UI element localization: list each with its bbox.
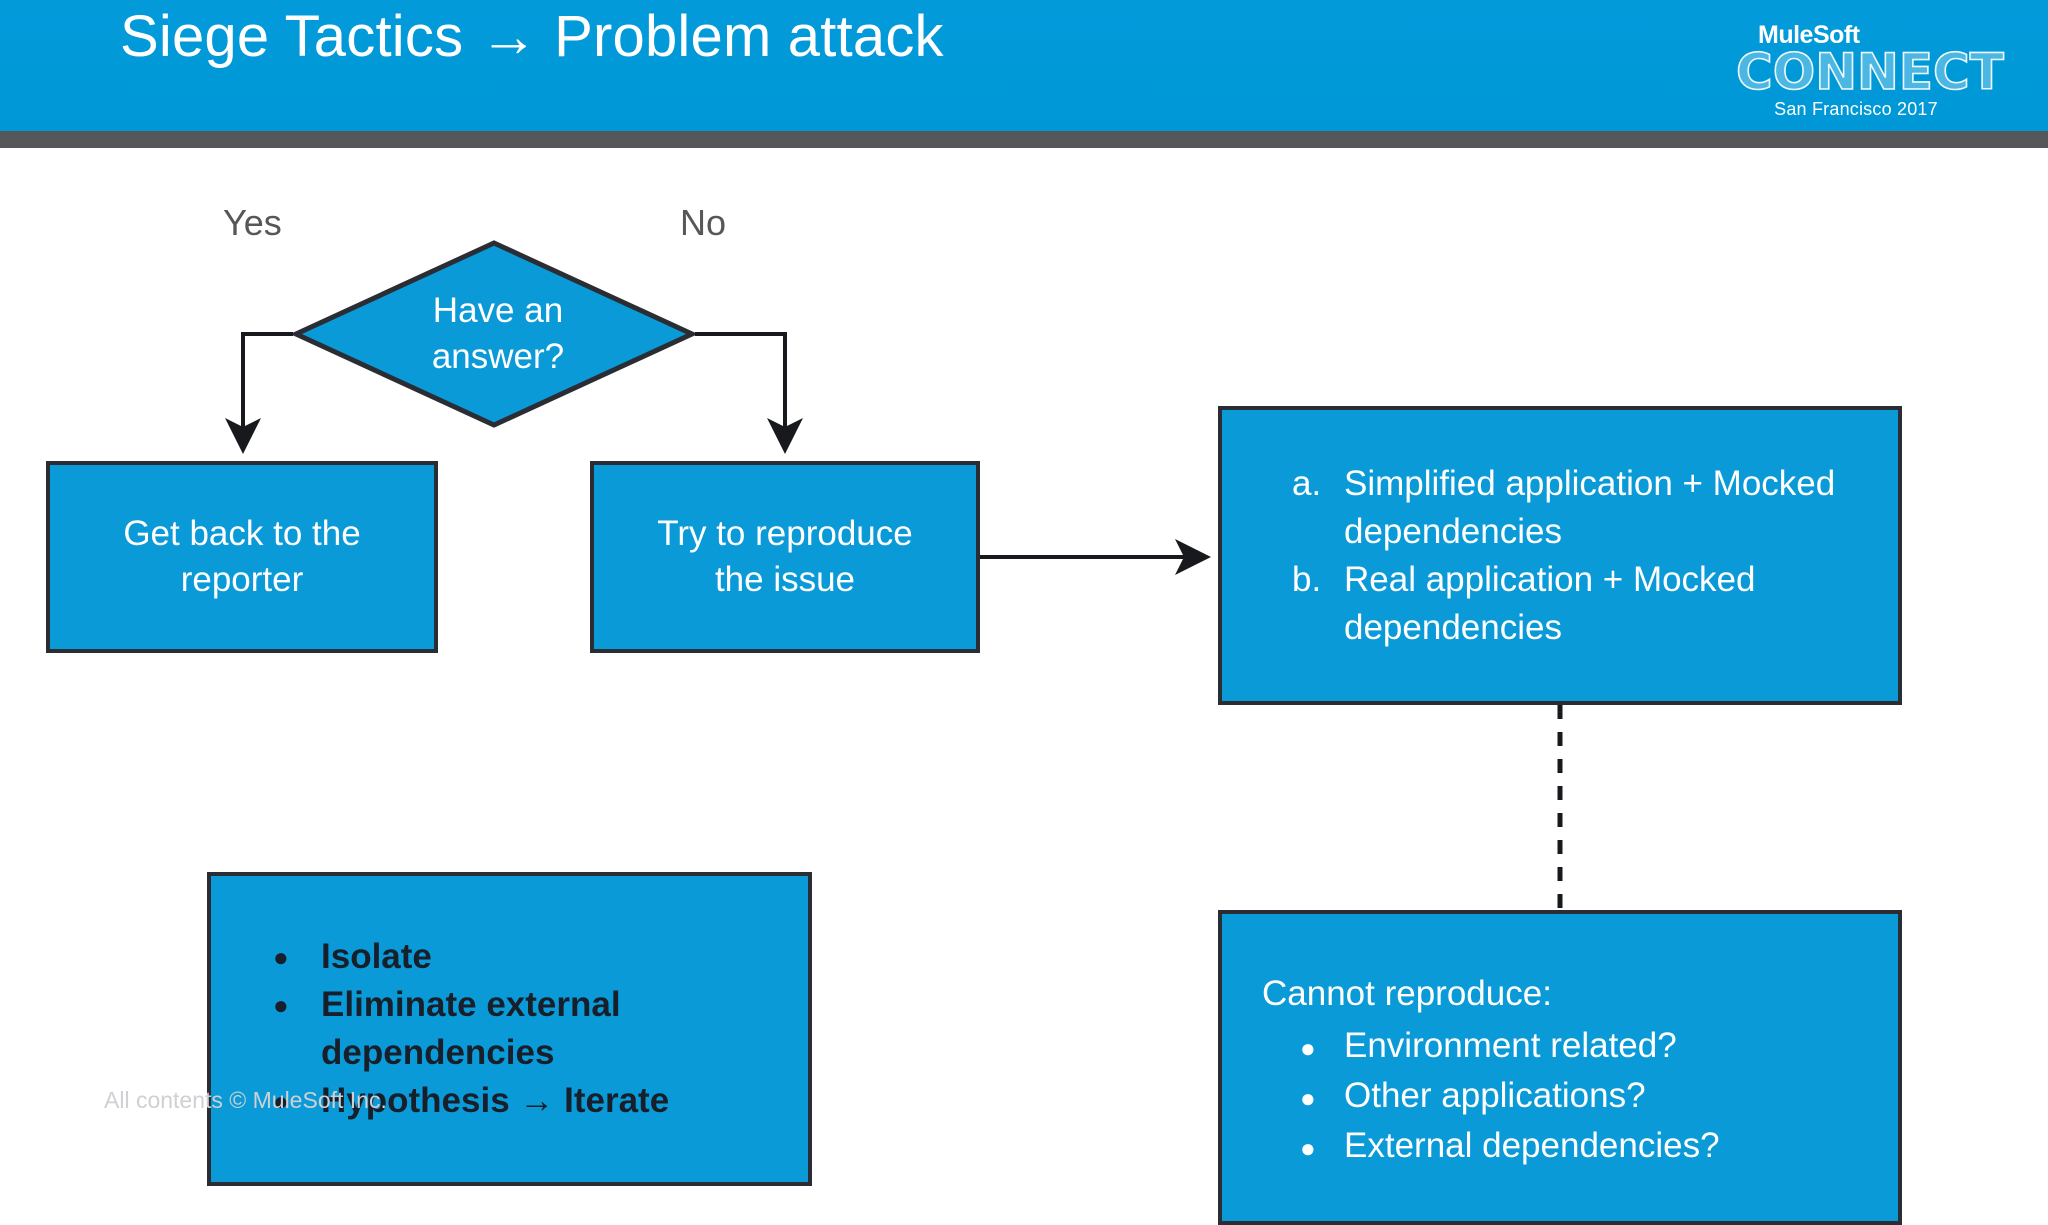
process-node-try-to-reproduce[interactable]: Try to reproduce the issue	[590, 461, 980, 653]
tactics-item-2: Eliminate external dependencies	[321, 985, 621, 1072]
logo-brand-text: MuleSoft	[1736, 22, 1976, 49]
cannot-reproduce-item-1: Environment related?	[1344, 1026, 1677, 1065]
bullet-icon: ●	[273, 942, 289, 972]
tactics-list: ● Isolate ● Eliminate external dependenc…	[211, 933, 808, 1125]
tactics-item-3: Hypothesis → Iterate	[321, 1081, 670, 1120]
diamond-shape	[293, 240, 695, 428]
list-item: ● Other applications?	[1300, 1072, 1868, 1122]
bullet-icon: ●	[273, 990, 289, 1020]
mulesoft-connect-logo: MuleSoft CONNECT San Francisco 2017	[1735, 22, 2004, 120]
try-reproduce-line-1: Try to reproduce	[657, 514, 913, 553]
approach-text-a: Simplified application + Mocked dependen…	[1344, 463, 1836, 551]
logo-event-text: CONNECT	[1735, 43, 2004, 101]
bullet-icon: ●	[1300, 1083, 1316, 1113]
cannot-reproduce-item-3: External dependencies?	[1344, 1126, 1720, 1165]
list-item: ● Hypothesis → Iterate	[273, 1077, 782, 1125]
process-node-get-back-to-reporter[interactable]: Get back to the reporter	[46, 461, 438, 653]
branch-label-no: No	[680, 202, 727, 243]
cannot-reproduce-item-2: Other applications?	[1344, 1076, 1646, 1115]
page-title: Siege Tactics → Problem attack	[120, 4, 944, 69]
decision-node-label: Have an answer?	[293, 240, 695, 428]
flowchart-canvas: Yes No Have an answer? Get back to the r…	[0, 148, 2048, 1225]
process-node-reproduction-approaches[interactable]: a. Simplified application + Mocked depen…	[1218, 406, 1902, 705]
list-item: ● Eliminate external dependencies	[273, 981, 782, 1077]
branch-label-yes: Yes	[223, 202, 282, 243]
header-band	[0, 0, 2048, 131]
cannot-reproduce-heading: Cannot reproduce:	[1262, 974, 1552, 1013]
header-accent-stripe	[0, 131, 2048, 148]
process-node-cannot-reproduce[interactable]: Cannot reproduce: ● Environment related?…	[1218, 910, 1902, 1225]
decision-node-have-an-answer[interactable]: Have an answer?	[293, 240, 695, 428]
bullet-icon: ●	[1300, 1133, 1316, 1163]
get-back-line-1: Get back to the	[123, 514, 361, 553]
copyright-footer: All contents © MuleSoft Inc.	[104, 1087, 387, 1113]
list-item: ● Environment related?	[1300, 1022, 1868, 1072]
cannot-reproduce-list: ● Environment related? ● Other applicati…	[1242, 1022, 1868, 1172]
bullet-icon: ●	[1300, 1033, 1316, 1063]
approach-marker-b: b.	[1292, 559, 1322, 599]
flowchart-connectors	[225, 332, 1563, 910]
list-item: b. Real application + Mocked dependencie…	[1292, 556, 1864, 652]
try-reproduce-line-2: the issue	[714, 560, 856, 599]
list-item: ● Isolate	[273, 933, 782, 981]
list-item: a. Simplified application + Mocked depen…	[1292, 460, 1864, 556]
process-node-debug-tactics[interactable]: ● Isolate ● Eliminate external dependenc…	[207, 872, 812, 1186]
try-reproduce-node-label: Try to reproduce the issue	[657, 511, 912, 603]
list-item: ● External dependencies?	[1300, 1122, 1868, 1172]
logo-location-text: San Francisco 2017	[1774, 99, 1938, 119]
approach-marker-a: a.	[1292, 463, 1322, 503]
connector-no	[695, 332, 803, 454]
bullet-icon: ●	[273, 1086, 289, 1116]
decision-line-1: Have an	[432, 291, 564, 330]
get-back-line-2: reporter	[180, 560, 304, 599]
approach-text-b: Real application + Mocked dependencies	[1344, 559, 1756, 647]
approach-list: a. Simplified application + Mocked depen…	[1222, 460, 1898, 652]
get-back-node-label: Get back to the reporter	[123, 511, 360, 603]
logo-brand-label: MuleSoft	[1758, 21, 1860, 49]
decision-line-2: answer?	[431, 337, 565, 376]
connector-yes	[225, 332, 293, 454]
tactics-item-1: Isolate	[321, 937, 432, 976]
